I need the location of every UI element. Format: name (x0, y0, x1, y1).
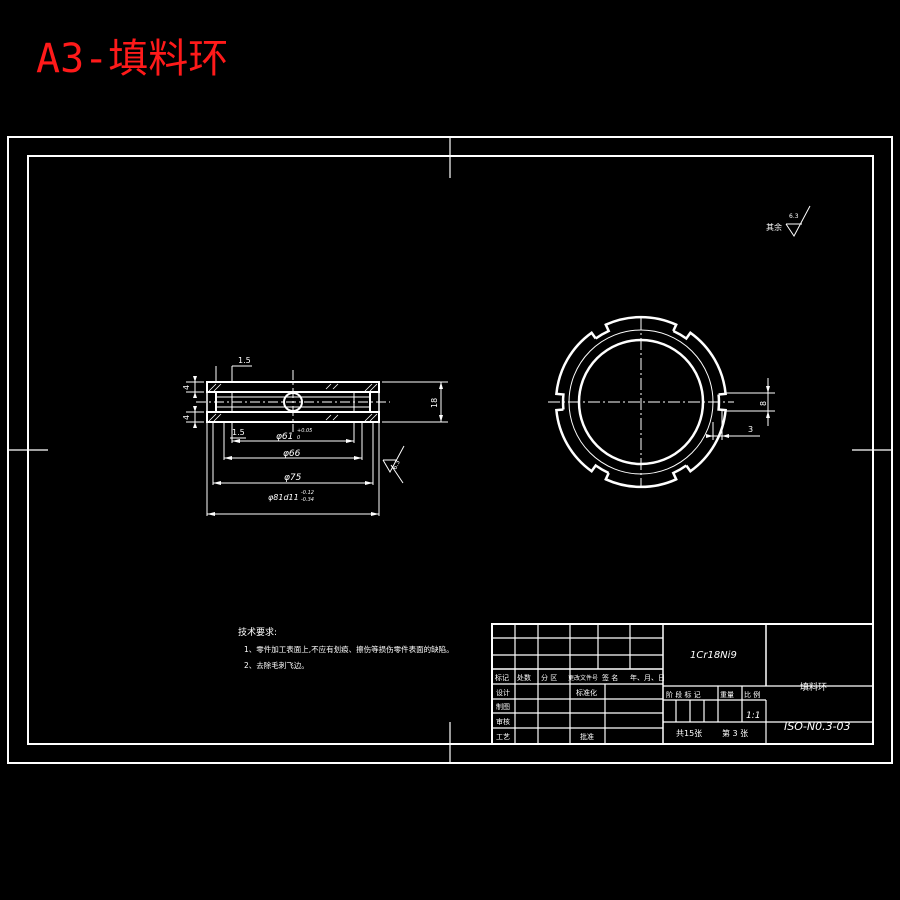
center-marks (8, 137, 892, 763)
tb-std-label: 标准化 (576, 688, 597, 697)
roughness-other-value: 6.3 (789, 213, 799, 220)
section-view (186, 365, 448, 516)
tb-col-3: 更改文件号 (568, 674, 598, 682)
tb-part-name: 填料环 (800, 681, 827, 693)
tb-stage-col-2: 比 例 (744, 690, 760, 699)
dim-slot-depth: 3 (748, 425, 753, 434)
tb-row-drawing: 制图 (496, 702, 510, 711)
dim-slot-width: 8 (759, 401, 768, 406)
roughness-other-label: 其余 (766, 222, 782, 232)
dim-d-main-tol-up: -0.12 (301, 490, 314, 496)
plan-view (548, 205, 811, 489)
tech-notes-heading: 技术要求: (238, 626, 277, 638)
plan-dim-labels: 8 3 其余 6.3 (748, 213, 799, 434)
tech-notes: 技术要求: 1、零件加工表面上,不应有划痕、擦伤等损伤零件表面的缺陷。 2、去除… (238, 626, 454, 670)
dim-height: 18 (430, 398, 439, 408)
title-block-text: 1Cr18Ni9 填料环 ISO-N0.3-03 1:1 共15张 第 3 张 … (495, 650, 851, 741)
inner-frame (27, 155, 874, 745)
dim-d-inner: φ61 (276, 432, 293, 442)
dim-d-main: φ81d11 (268, 493, 299, 502)
tb-material: 1Cr18Ni9 (690, 650, 737, 661)
dim-d-outer: φ75 (284, 473, 302, 483)
section-dim-labels: 1.5 1.5 4 4 18 φ61 +0.05 0 φ66 φ75 φ81d1… (182, 356, 439, 503)
tb-drawing-no: ISO-N0.3-03 (784, 720, 851, 733)
dim-d-main-tol-low: -0.34 (301, 497, 314, 503)
tb-col-0: 标记 (495, 673, 509, 682)
tb-scale: 1:1 (746, 711, 760, 721)
tb-row-review: 审核 (496, 717, 510, 726)
tb-col-2: 分 区 (541, 673, 557, 682)
tb-col-1: 处数 (517, 673, 531, 682)
tb-total-sheets: 共15张 (676, 729, 702, 738)
tb-col-5: 年、月、日 (630, 673, 665, 682)
tech-note-2: 2、去除毛刺飞边。 (244, 660, 309, 670)
dim-d-inner-tol-low: 0 (297, 435, 300, 441)
dim-wall: 1.5 (238, 356, 251, 365)
roughness-part-value: 6.3 (391, 459, 401, 471)
tb-approve-label: 批准 (580, 732, 594, 741)
tb-sheet-no: 第 3 张 (722, 728, 748, 738)
tech-note-1: 1、零件加工表面上,不应有划痕、擦伤等损伤零件表面的缺陷。 (244, 644, 454, 654)
title-block (491, 623, 874, 745)
dim-d-inner-tol: +0.05 (297, 428, 312, 434)
dim-d-mid: φ66 (283, 449, 301, 459)
dim-h-bottom: 4 (182, 415, 191, 420)
tb-stage-col-0: 阶 段 标 记 (666, 690, 701, 699)
tb-stage-col-1: 重量 (720, 691, 734, 699)
dim-h-top: 4 (182, 385, 191, 390)
tb-col-4: 签 名 (602, 673, 618, 682)
sheet-title: A3-填料环 (36, 36, 229, 82)
tb-row-design: 设计 (496, 688, 510, 697)
tb-row-process: 工艺 (496, 733, 510, 741)
dim-wall-2: 1.5 (232, 428, 245, 437)
outer-frame (7, 136, 893, 764)
